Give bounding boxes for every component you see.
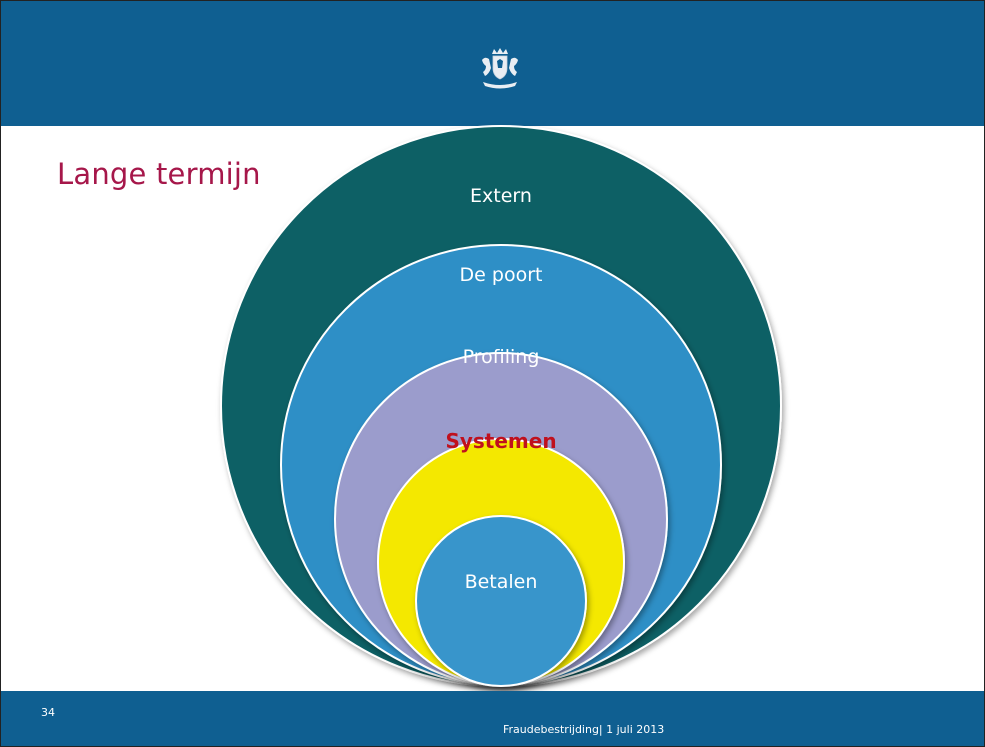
footer-band — [1, 691, 984, 746]
footer-text: Fraudebestrijding| 1 juli 2013 — [503, 723, 665, 736]
ring-betalen — [415, 515, 587, 687]
slide-title: Lange termijn — [57, 157, 261, 191]
label-profiling: Profiling — [463, 346, 540, 368]
page-number: 34 — [41, 706, 55, 719]
label-systemen: Systemen — [445, 429, 556, 453]
header-band — [1, 1, 984, 126]
coat-of-arms-icon — [482, 48, 518, 89]
label-de-poort: De poort — [460, 264, 543, 286]
label-extern: Extern — [470, 185, 532, 207]
label-betalen: Betalen — [465, 571, 538, 593]
